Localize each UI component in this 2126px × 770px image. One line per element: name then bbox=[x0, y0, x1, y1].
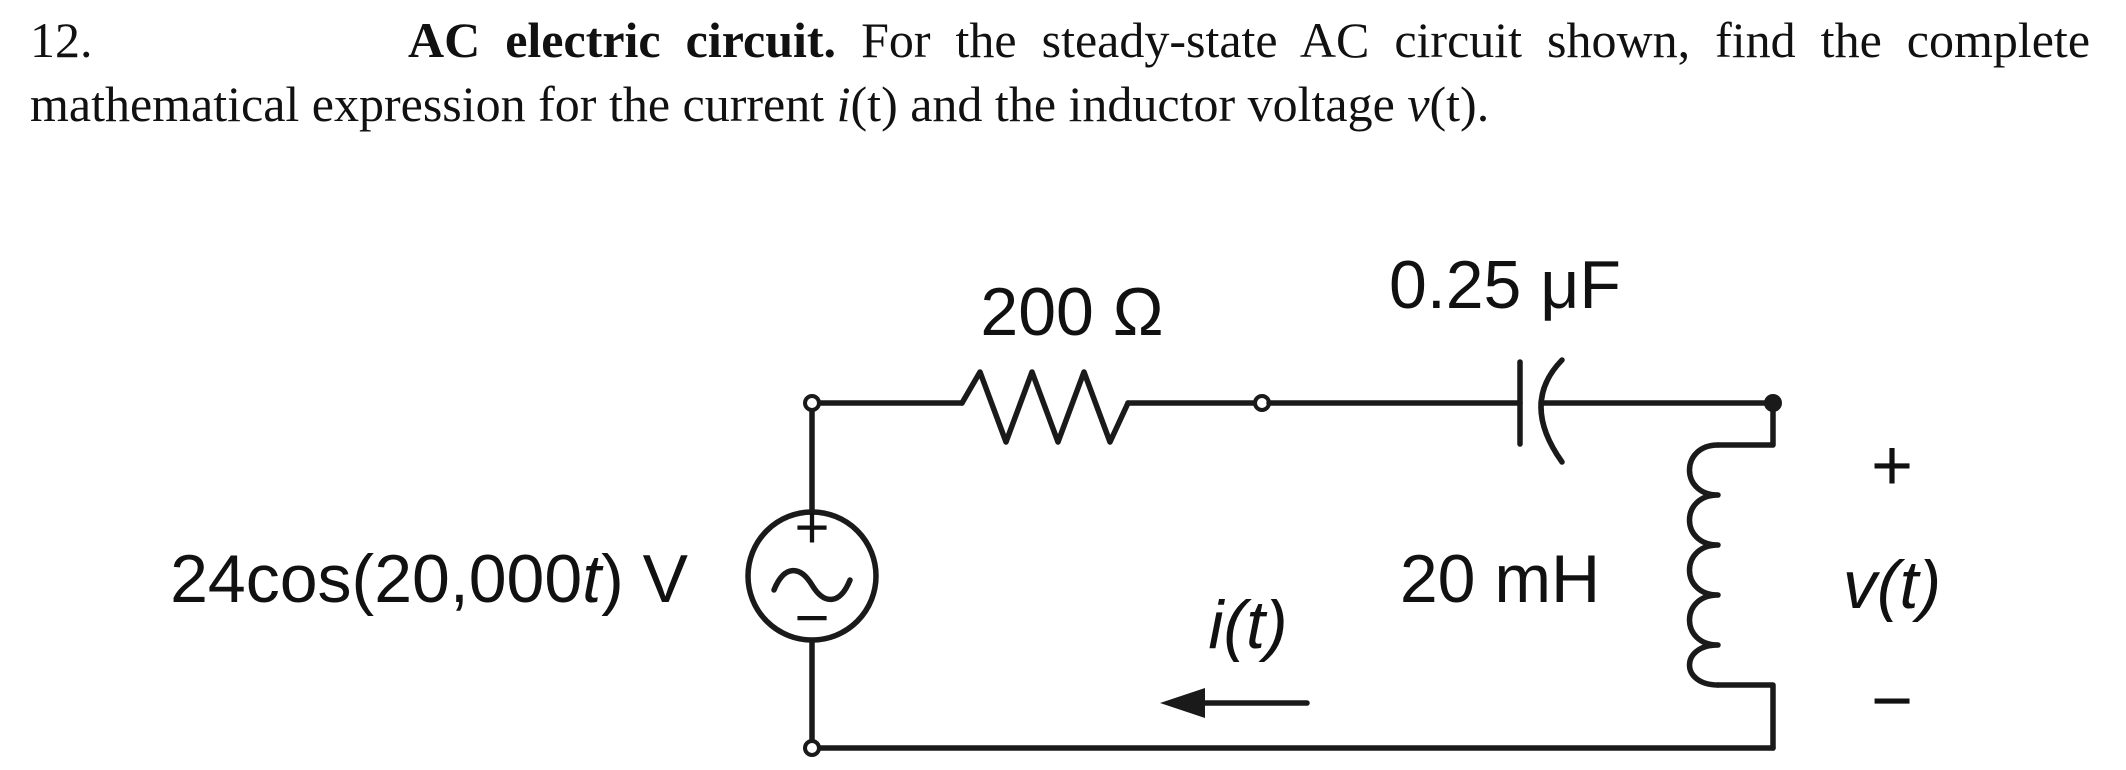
inductor-label: 20 mH bbox=[1400, 541, 1600, 617]
problem-text-2: and the inductor voltage bbox=[910, 76, 1395, 132]
current-label-prefix: i( bbox=[1208, 587, 1252, 663]
voltage-plus-sign: + bbox=[1871, 426, 1913, 506]
inductor-symbol bbox=[1686, 442, 1721, 688]
capacitor-plate-curved bbox=[1538, 357, 1565, 465]
voltage-argument: (t) bbox=[1429, 76, 1477, 132]
voltage-label-variable: t bbox=[1900, 547, 1922, 623]
problem-text-3: . bbox=[1476, 76, 1490, 132]
source-minus-sign: − bbox=[794, 584, 829, 651]
resistor-label: 200 Ω bbox=[980, 274, 1163, 350]
voltage-minus-sign: − bbox=[1871, 661, 1913, 741]
source-plus-sign: + bbox=[794, 494, 829, 561]
voltage-label: v(t) bbox=[1843, 547, 1941, 623]
problem-text-1: For the steady-state AC circuit shown, f… bbox=[30, 12, 2091, 132]
resistor-symbol bbox=[959, 369, 1131, 445]
ac-source: + − bbox=[745, 494, 879, 651]
problem-number: 12. bbox=[30, 12, 93, 68]
source-label-prefix: 24cos(20,000 bbox=[170, 541, 582, 617]
sine-wave-icon bbox=[771, 567, 853, 603]
source-label-variable: t bbox=[582, 541, 604, 617]
source-label-suffix: ) V bbox=[601, 541, 689, 617]
problem-heading: AC electric circuit. bbox=[408, 12, 837, 68]
voltage-variable: v bbox=[1407, 76, 1430, 132]
voltage-label-prefix: v( bbox=[1843, 547, 1906, 623]
capacitor-label: 0.25 μF bbox=[1389, 247, 1621, 323]
current-label-variable: t bbox=[1246, 587, 1268, 663]
problem-statement: 12. AC electric circuit. For the steady-s… bbox=[30, 8, 2090, 136]
right-wire-bottom bbox=[1715, 682, 1776, 751]
source-label: 24cos(20,000t) V bbox=[170, 541, 689, 617]
terminal-bottom bbox=[803, 739, 821, 757]
current-variable: i bbox=[836, 76, 851, 132]
current-label: i(t) bbox=[1208, 587, 1287, 663]
terminal-top bbox=[803, 394, 821, 412]
current-argument: (t) bbox=[850, 76, 898, 132]
current-arrow-head bbox=[1160, 688, 1205, 718]
right-wire-top bbox=[1715, 400, 1776, 448]
ac-source-circle bbox=[745, 509, 879, 643]
